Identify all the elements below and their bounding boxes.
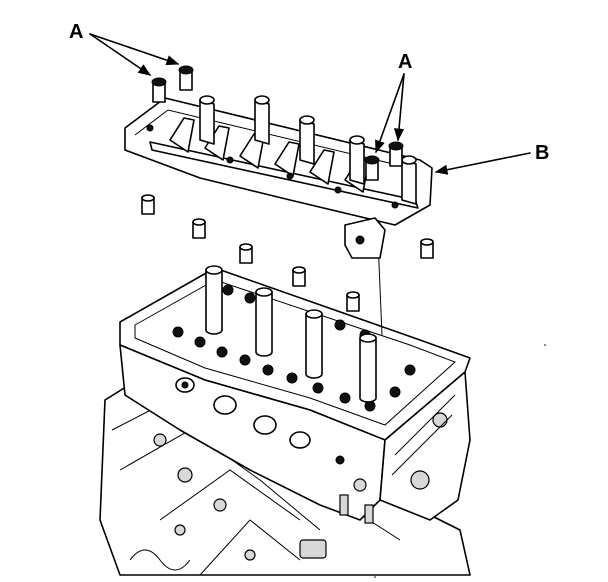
callout-a-top-right-label: A [398,51,412,73]
callout-a-top-right: A [375,51,412,154]
arrow-icon [89,33,180,66]
spark-plug-tubes [205,265,377,403]
arrow-icon [375,73,405,154]
valve-springs [172,284,416,412]
callout-a-top-left: A [69,21,180,76]
arrow-icon [434,152,531,175]
bolt-a-right [364,141,404,181]
arrow-icon [393,73,405,142]
rocker-arm-assembly [124,65,433,259]
bolt-a-left [151,65,194,103]
callout-b-label: B [535,142,549,164]
callout-b-right: B [434,142,549,175]
callout-a-top-left-label: A [69,21,83,43]
dowel-pins [141,194,434,312]
arrow-icon [89,33,152,76]
